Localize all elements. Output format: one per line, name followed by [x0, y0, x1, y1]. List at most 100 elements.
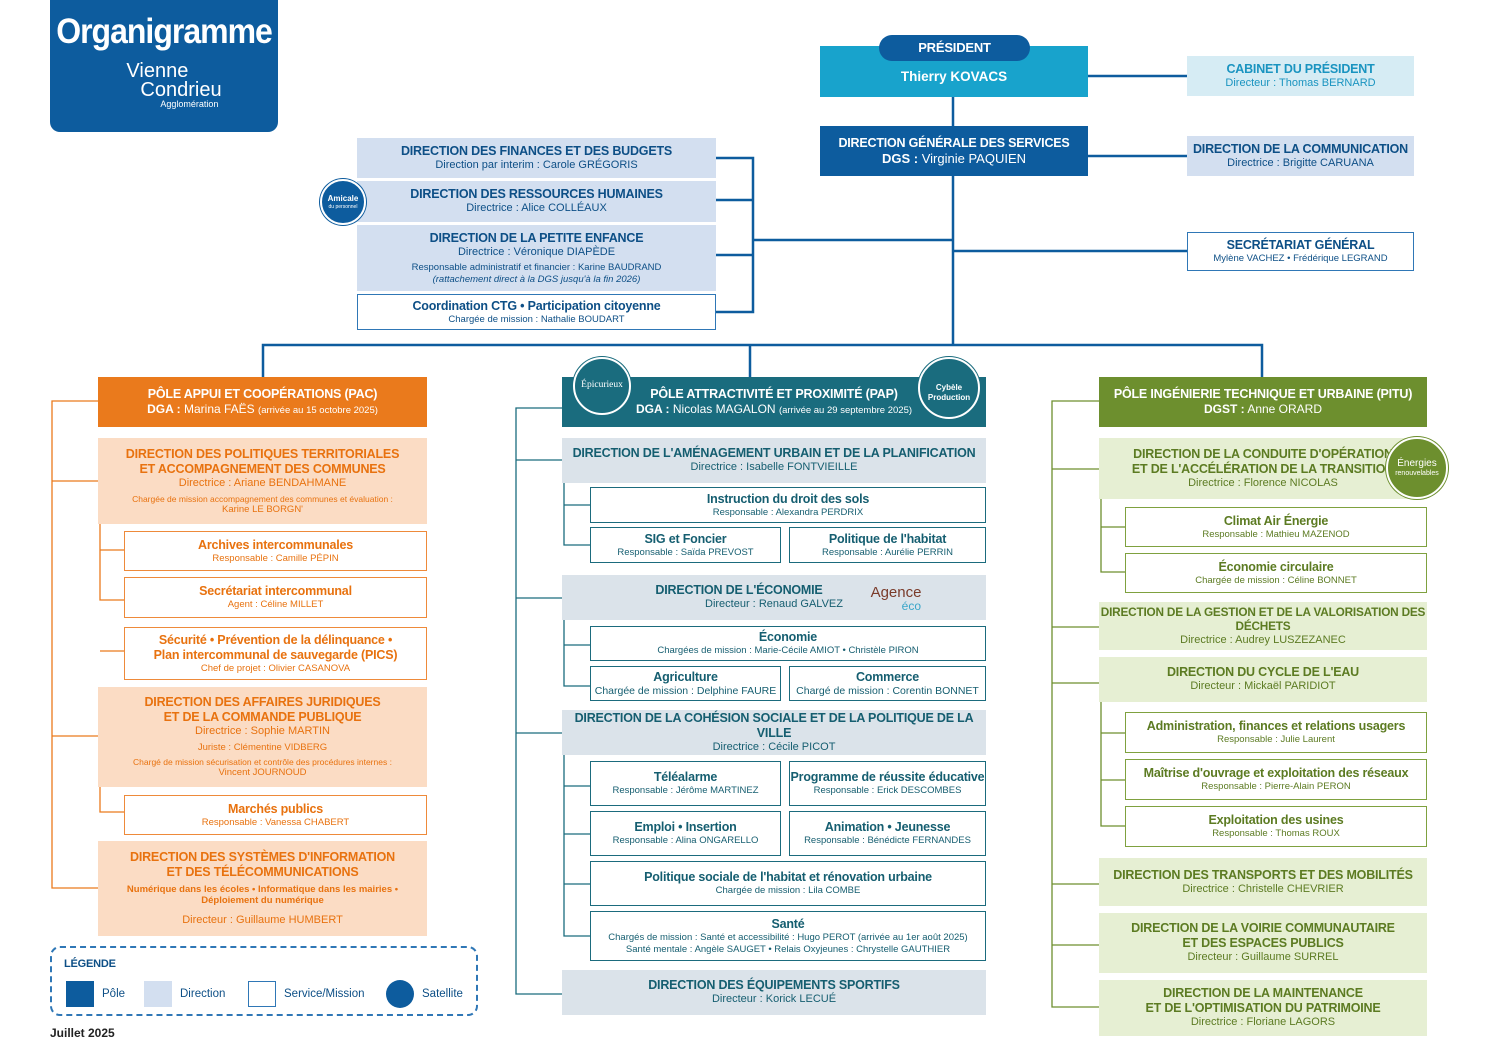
pac-marches-name: Vanessa CHABERT	[265, 816, 350, 828]
pac-si-sub2: Déploiement du numérique	[201, 895, 324, 907]
pap-animation-role: Responsable :	[804, 835, 865, 847]
communication-box: DIRECTION DE LA COMMUNICATION Directrice…	[1187, 136, 1414, 176]
amicale-line1: Amicale	[327, 194, 359, 204]
agence-eco-logo: Agence éco	[866, 582, 926, 614]
pac-secretariat-role: Agent :	[227, 599, 258, 611]
secretariat-general-title: SECRÉTARIAT GÉNÉRAL	[1226, 238, 1375, 253]
pitu-title: PÔLE INGÉNIERIE TECHNIQUE ET URBAINE (PI…	[1113, 387, 1413, 402]
pap-sig-title: SIG et Foncier	[644, 531, 727, 546]
pitu-circulaire-name: Céline BONNET	[1287, 574, 1357, 586]
pac-politiques-role: Directrice :	[178, 476, 232, 489]
pap-title: PÔLE ATTRACTIVITÉ ET PROXIMITÉ (PAP)	[650, 387, 898, 402]
pitu-usines-name: Thomas ROUX	[1275, 828, 1340, 840]
energies-text1: Énergies	[1397, 457, 1437, 469]
pap-reussite-title: Programme de réussite éducative	[790, 770, 985, 785]
pap-emploi-line: Responsable : Alina ONGARELLO	[613, 835, 759, 846]
pitu-usines-box: Exploitation des usines Responsable : Th…	[1125, 806, 1427, 847]
pac-title: PÔLE APPUI ET COOPÉRATIONS (PAC)	[147, 387, 378, 402]
page-title: Organigramme	[56, 11, 273, 51]
energies-badge: Énergies renouvelables	[1386, 437, 1448, 499]
pitu-eau-title: DIRECTION DU CYCLE DE L'EAU	[1166, 665, 1360, 680]
pitu-dechets-role: Directrice :	[1180, 633, 1233, 646]
agence-eco-text1: Agence	[870, 583, 922, 601]
pap-amenagement-box: DIRECTION DE L'AMÉNAGEMENT URBAIN ET DE …	[562, 438, 986, 483]
pap-agriculture-role: Chargée de mission :	[594, 684, 694, 697]
pac-juridique-line: Directrice : Sophie MARTIN	[195, 725, 330, 738]
ctg-box: Coordination CTG • Participation citoyen…	[357, 294, 716, 330]
pitu-transition-title1: DIRECTION DE LA CONDUITE D'OPÉRATION	[1133, 446, 1393, 461]
pac-juridique-title2: ET DE LA COMMANDE PUBLIQUE	[163, 710, 362, 725]
pap-economie-dir-box: DIRECTION DE L'ÉCONOMIE Directeur : Rena…	[562, 575, 986, 620]
pac-header: PÔLE APPUI ET COOPÉRATIONS (PAC) DGA : M…	[98, 377, 427, 427]
communication-role: Directrice :	[1227, 156, 1280, 169]
enfance-name: Véronique DIAPÈDE	[513, 246, 616, 259]
pac-juridique-extra2: Vincent JOURNOUD	[218, 767, 307, 779]
pap-agriculture-box: Agriculture Chargée de mission : Delphin…	[590, 666, 781, 701]
pitu-admin-title: Administration, finances et relations us…	[1146, 719, 1406, 734]
pac-juridique-name: Sophie MARTIN	[250, 725, 330, 738]
pap-reussite-role: Responsable :	[813, 785, 875, 797]
pap-sig-box: SIG et Foncier Responsable : Saïda PREVO…	[590, 527, 781, 563]
communication-line: Directrice : Brigitte CARUANA	[1227, 157, 1374, 170]
pap-commerce-line: Chargé de mission : Corentin BONNET	[796, 685, 979, 698]
pap-commerce-name: Corentin BONNET	[892, 684, 979, 697]
pitu-name: Anne ORARD	[1247, 402, 1323, 417]
pap-animation-box: Animation • Jeunesse Responsable : Bénéd…	[789, 811, 986, 856]
communication-name: Brigitte CARUANA	[1282, 156, 1374, 169]
pitu-voirie-line: Directeur : Guillaume SURREL	[1187, 951, 1338, 964]
enfance-title: DIRECTION DE LA PETITE ENFANCE	[429, 231, 644, 246]
pap-economie-box: Économie Chargées de mission : Marie-Céc…	[590, 626, 986, 661]
president-label: PRÉSIDENT	[879, 35, 1030, 61]
pap-habitat-box: Politique de l'habitat Responsable : Aur…	[789, 527, 986, 563]
pap-cohesion-role: Directrice :	[712, 740, 766, 753]
legend-pole-label: Pôle	[102, 988, 126, 1000]
pap-animation-title: Animation • Jeunesse	[824, 820, 951, 835]
pac-marches-role: Responsable :	[201, 816, 263, 828]
pap-commerce-title: Commerce	[855, 669, 919, 684]
pap-commerce-role: Chargé de mission :	[796, 684, 890, 697]
pitu-climat-role: Responsable :	[1202, 528, 1264, 540]
pap-animation-name: Bénédicte FERNANDES	[867, 835, 971, 847]
pac-secretariat-title: Secrétariat intercommunal	[199, 584, 352, 599]
pac-secretariat-box: Secrétariat intercommunal Agent : Céline…	[124, 577, 427, 618]
ctg-title: Coordination CTG • Participation citoyen…	[412, 298, 661, 313]
pac-politiques-title1: DIRECTION DES POLITIQUES TERRITORIALES	[125, 446, 400, 461]
pitu-circulaire-line: Chargée de mission : Céline BONNET	[1195, 575, 1357, 586]
logo-line1: Vienne	[126, 60, 189, 83]
secretariat-general-names: Mylène VACHEZ • Frédérique LEGRAND	[1213, 253, 1388, 265]
ctg-line: Chargée de mission : Nathalie BOUDART	[448, 314, 624, 325]
pap-note: (arrivée au 29 septembre 2025)	[778, 405, 913, 417]
pac-archives-title: Archives intercommunales	[198, 537, 353, 552]
pap-sport-line: Directeur : Korick LECUÉ	[712, 993, 836, 1006]
cabinet-role: Directeur :	[1225, 76, 1277, 89]
finances-title: DIRECTION DES FINANCES ET DES BUDGETS	[400, 143, 673, 158]
pac-juridique-extra1: Chargé de mission sécurisation et contrô…	[133, 757, 392, 767]
pac-si-name: Guillaume HUMBERT	[236, 913, 343, 926]
pap-renovation-role: Chargée de mission :	[715, 885, 806, 897]
pitu-eau-box: DIRECTION DU CYCLE DE L'EAU Directeur : …	[1099, 657, 1427, 702]
legend-service-label: Service/Mission	[284, 988, 365, 1000]
pap-economie-dir-name: Renaud GALVEZ	[758, 598, 843, 611]
pac-archives-role: Responsable :	[212, 552, 274, 564]
pap-cohesion-line: Directrice : Cécile PICOT	[713, 741, 836, 754]
pac-si-line: Directeur : Guillaume HUMBERT	[182, 914, 343, 927]
legend-box: LÉGENDE Pôle Direction Service/Mission S…	[50, 946, 478, 1016]
pap-sols-role: Responsable :	[712, 506, 774, 518]
logo-line2: Condrieu	[140, 79, 222, 102]
pap-sport-role: Directeur :	[711, 993, 763, 1006]
legend-satellite-swatch	[386, 980, 414, 1008]
pac-si-title1: DIRECTION DES SYSTÈMES D'INFORMATION	[130, 850, 395, 865]
pap-emploi-title: Emploi • Insertion	[634, 820, 737, 835]
pitu-dechets-title: DIRECTION DE LA GESTION ET DE LA VALORIS…	[1100, 605, 1426, 634]
cybele-text2: Production	[927, 393, 971, 402]
pap-economie-role: Chargées de mission :	[657, 645, 752, 657]
enfance-note: (rattachement direct à la DGS jusqu'à la…	[432, 273, 641, 285]
pap-economie-dir-role: Directeur :	[705, 598, 756, 611]
dgs-line: DGS : Virginie PAQUIEN	[882, 151, 1026, 167]
pap-telealarme-title: Téléalarme	[653, 770, 718, 785]
pitu-transition-name: Florence NICOLAS	[1243, 476, 1338, 489]
pac-si-title2: ET DES TÉLÉCOMMUNICATIONS	[166, 865, 359, 880]
pitu-transition-role: Directrice :	[1188, 476, 1241, 489]
pap-sante-line2: Santé mentale : Angèle SAUGET • Relais O…	[625, 943, 951, 955]
pitu-ouvrage-role: Responsable :	[1201, 781, 1263, 793]
